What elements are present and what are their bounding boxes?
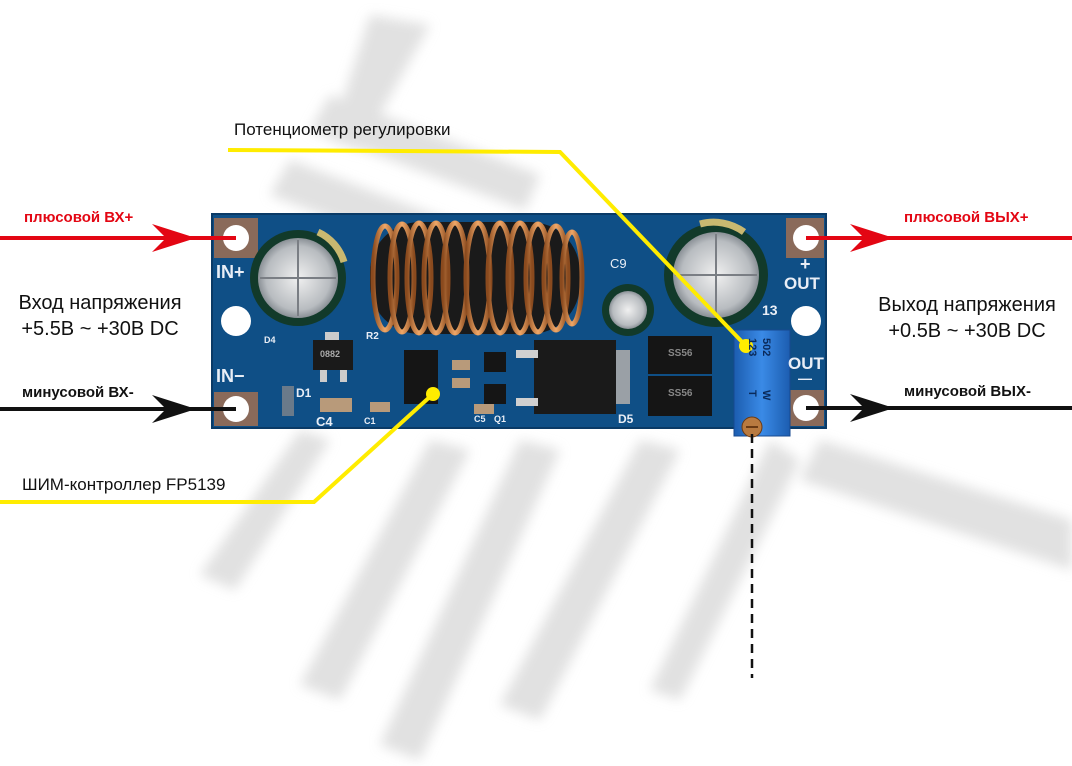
silk-r2: R2	[366, 331, 379, 342]
silk-c1: C1	[364, 416, 376, 426]
silk-c5: C5	[474, 414, 486, 424]
pot-marking-w: W	[760, 390, 772, 401]
silk-out-minus: OUT	[788, 354, 824, 373]
silk-d1: D1	[296, 386, 312, 400]
input-range-value: +5.5В ~ +30В DC	[21, 318, 179, 340]
input-voltage-range: Вход напряжения +5.5В ~ +30В DC	[0, 290, 200, 342]
pot-marking-502: 502	[760, 338, 772, 357]
output-minus-label: минусовой ВЫХ-	[904, 383, 1031, 400]
output-capacitor	[664, 218, 768, 327]
silk-c4: C4	[316, 414, 333, 429]
output-plus-wire	[806, 224, 1072, 252]
silk-out-plus-sign: +	[800, 254, 811, 274]
mosfet	[534, 340, 616, 414]
pwm-callout-line	[0, 387, 440, 504]
input-range-title: Вход напряжения	[18, 292, 182, 314]
pot-marking-t: T	[746, 390, 758, 397]
output-range-value: +0.5В ~ +30В DC	[888, 320, 1046, 342]
silk-q1: Q1	[494, 414, 507, 424]
pwm-controller-callout-label: ШИМ-контроллер FP5139	[22, 475, 226, 494]
diode-b-marking: SS56	[668, 388, 693, 399]
potentiometer-callout-label: Потенциометр регулировки	[234, 120, 451, 139]
capacitor-c9	[602, 284, 654, 336]
diode-ss56-b	[648, 376, 712, 416]
silk-r13: 13	[762, 302, 778, 318]
output-minus-wire	[806, 394, 1072, 422]
input-plus-wire	[0, 224, 236, 252]
inductor-coil	[370, 220, 585, 336]
silk-in-plus: IN+	[216, 262, 245, 282]
silk-out-minus-sign: —	[798, 370, 812, 386]
output-voltage-range: Выход напряжения +0.5В ~ +30В DC	[862, 292, 1072, 344]
chip-0882-marking: 0882	[320, 349, 341, 359]
pcb-board	[211, 213, 827, 438]
input-minus-label: минусовой ВХ-	[22, 384, 134, 401]
diode-a-marking: SS56	[668, 348, 693, 359]
output-range-title: Выход напряжения	[878, 294, 1056, 316]
output-plus-label: плюсовой ВЫХ+	[904, 209, 1029, 226]
silk-out-plus: OUT	[784, 274, 820, 293]
input-minus-wire	[0, 395, 236, 423]
silk-d4: D4	[264, 335, 276, 345]
silk-c9: C9	[610, 256, 627, 271]
silk-in-minus: IN−	[216, 366, 245, 386]
potentiometer-callout-line	[227, 148, 753, 353]
silk-d5: D5	[618, 412, 634, 426]
input-plus-label: плюсовой ВХ+	[24, 209, 134, 226]
pot-marking-123: 123	[746, 338, 758, 357]
diode-ss56-a	[648, 336, 712, 374]
input-capacitor	[250, 228, 348, 326]
